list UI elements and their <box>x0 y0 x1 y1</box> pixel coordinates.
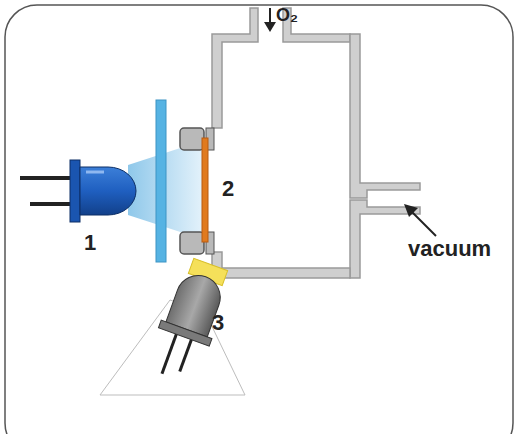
clamp <box>180 128 204 150</box>
gas-label: O₂ <box>276 6 298 24</box>
callout-number: 3 <box>212 312 224 334</box>
chamber <box>212 8 420 278</box>
inlet-arrowhead <box>264 22 276 32</box>
sample-film <box>202 138 208 242</box>
detector-led <box>144 268 231 386</box>
callout-number: 1 <box>84 232 96 254</box>
port-label: vacuum <box>408 238 491 260</box>
callout-number: 2 <box>222 178 234 200</box>
vacuum-arrow <box>412 212 436 236</box>
vacuum-arrowhead <box>404 204 418 217</box>
clamp <box>180 232 204 254</box>
blue-led <box>20 160 136 222</box>
blue-filter <box>156 100 166 262</box>
frame <box>5 5 513 434</box>
